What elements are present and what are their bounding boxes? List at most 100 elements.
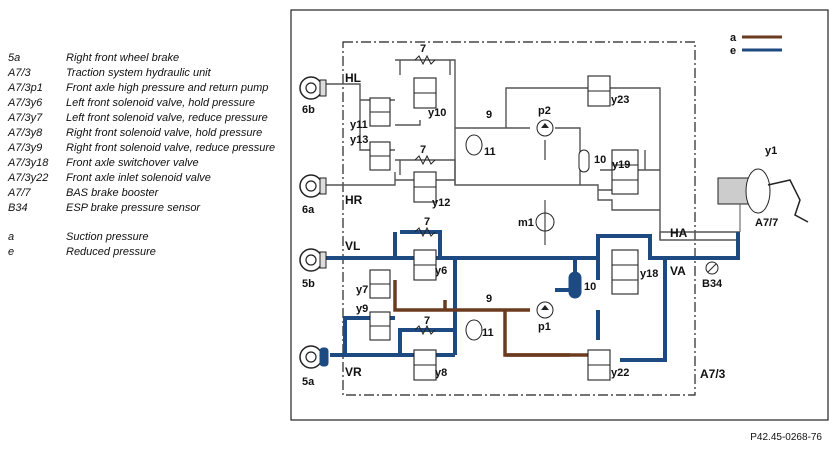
legend-description: Right front solenoid valve, hold pressur… — [66, 127, 263, 139]
legend-code: A7/3y9 — [8, 142, 43, 154]
circuit-va: VA — [670, 264, 686, 278]
damper-10-top — [578, 149, 590, 173]
legend-description: Front axle high pressure and return pump — [66, 82, 269, 94]
key-label-a: a — [730, 32, 737, 44]
legend-code: 5a — [8, 52, 21, 64]
valve-y6 — [413, 249, 437, 281]
legend-row: a Suction pressure — [8, 231, 284, 244]
valve-y11 — [369, 97, 391, 127]
label-y13: y13 — [350, 134, 368, 146]
key-label-e: e — [730, 45, 736, 57]
motor-m1 — [535, 200, 555, 245]
wheel-6b: 6b — [302, 104, 315, 116]
pump-p1 — [536, 301, 554, 319]
wheel-brake-6b — [299, 76, 327, 100]
label-10b: 10 — [584, 281, 596, 293]
circuit-vr: VR — [345, 365, 362, 379]
label-y1: y1 — [765, 145, 777, 157]
damper-10-bottom — [568, 271, 582, 299]
legend-description: Right front solenoid valve, reduce press… — [66, 142, 276, 154]
valve-y23 — [587, 75, 611, 107]
suction-pressure-pipes — [393, 280, 598, 357]
legend-row: A7/3p1 Front axle high pressure and retur… — [8, 82, 284, 95]
label-11b: 11 — [482, 327, 494, 339]
label-9a: 9 — [486, 109, 492, 121]
legend-row: A7/3y6 Left front solenoid valve, hold pr… — [8, 97, 284, 110]
legend-description: Traction system hydraulic unit — [66, 67, 211, 79]
label-y9: y9 — [356, 303, 368, 315]
label-y23: y23 — [611, 94, 629, 106]
valve-y8 — [413, 349, 437, 381]
circuit-hr: HR — [345, 193, 363, 207]
check-valve-7-vl — [414, 226, 436, 238]
label-y8: y8 — [435, 367, 447, 379]
legend-row: 5a Right front wheel brake — [8, 52, 284, 65]
circuit-ha: HA — [670, 226, 688, 240]
label-y12: y12 — [432, 197, 450, 209]
label-7a: 7 — [420, 43, 426, 55]
legend-description: Front axle switchover valve — [66, 157, 199, 169]
legend-description: Suction pressure — [66, 231, 149, 243]
legend-description: Front axle inlet solenoid valve — [66, 172, 211, 184]
label-y6: y6 — [435, 265, 447, 277]
wheel-5a: 5a — [302, 376, 315, 388]
pump-p2 — [536, 119, 554, 137]
label-7c: 7 — [424, 216, 430, 228]
brake-booster-a77 — [717, 168, 809, 232]
label-y18: y18 — [640, 268, 658, 280]
check-valve-7-top — [414, 54, 436, 66]
label-y10: y10 — [428, 107, 446, 119]
label-p2: p2 — [538, 105, 551, 117]
valve-y9 — [369, 311, 391, 341]
unit-boundary — [342, 41, 696, 396]
legend-row: A7/3y22 Front axle inlet solenoid valve — [8, 172, 284, 185]
legend-code: A7/3y6 — [8, 97, 43, 109]
pressure-sensor-b34 — [705, 261, 719, 275]
legend-code: A7/3p1 — [8, 82, 43, 94]
valve-y19 — [611, 149, 639, 195]
label-7b: 7 — [420, 144, 426, 156]
legend-description: Right front wheel brake — [66, 52, 180, 64]
valve-y13 — [369, 141, 391, 171]
valve-y12 — [413, 171, 437, 203]
accumulator-11-bottom — [465, 319, 483, 341]
label-y19: y19 — [612, 159, 630, 171]
circuit-hl: HL — [345, 71, 361, 85]
label-b34: B34 — [702, 278, 723, 290]
legend-description: Left front solenoid valve, reduce pressu… — [66, 112, 268, 124]
wheel-brake-6a — [299, 174, 327, 198]
diagram-labels: HL HR VL VR HA VA 6b 6a 5b 5a y10 y11 y1… — [302, 43, 778, 388]
wheel-6a: 6a — [302, 204, 315, 216]
valve-y10 — [413, 77, 437, 109]
wheel-brake-5a — [299, 345, 329, 369]
label-y7: y7 — [356, 284, 368, 296]
legend-description: Left front solenoid valve, hold pressure — [66, 97, 255, 109]
legend-row: A7/3y7 Left front solenoid valve, reduce … — [8, 112, 284, 125]
label-y11: y11 — [350, 119, 368, 131]
legend-code: A7/7 — [8, 187, 31, 199]
label-9b: 9 — [486, 293, 492, 305]
legend-description: Reduced pressure — [66, 246, 156, 258]
legend-code: a — [8, 231, 15, 243]
legend-code: A7/3y7 — [8, 112, 43, 124]
valve-y18 — [611, 249, 639, 295]
circuit-vl: VL — [345, 239, 360, 253]
label-10a: 10 — [594, 154, 606, 166]
label-m1: m1 — [518, 217, 534, 229]
check-valve-7-hr — [414, 154, 436, 166]
legend-code: B34 — [8, 202, 28, 214]
legend-code: A7/3y22 — [8, 172, 49, 184]
label-p1: p1 — [538, 321, 551, 333]
legend-code: e — [8, 246, 15, 258]
label-11a: 11 — [484, 146, 496, 158]
label-y22: y22 — [611, 367, 629, 379]
wheel-brake-5b — [299, 248, 327, 272]
label-a73: A7/3 — [700, 367, 726, 381]
legend-row: A7/3y9 Right front solenoid valve, reduce… — [8, 142, 284, 155]
